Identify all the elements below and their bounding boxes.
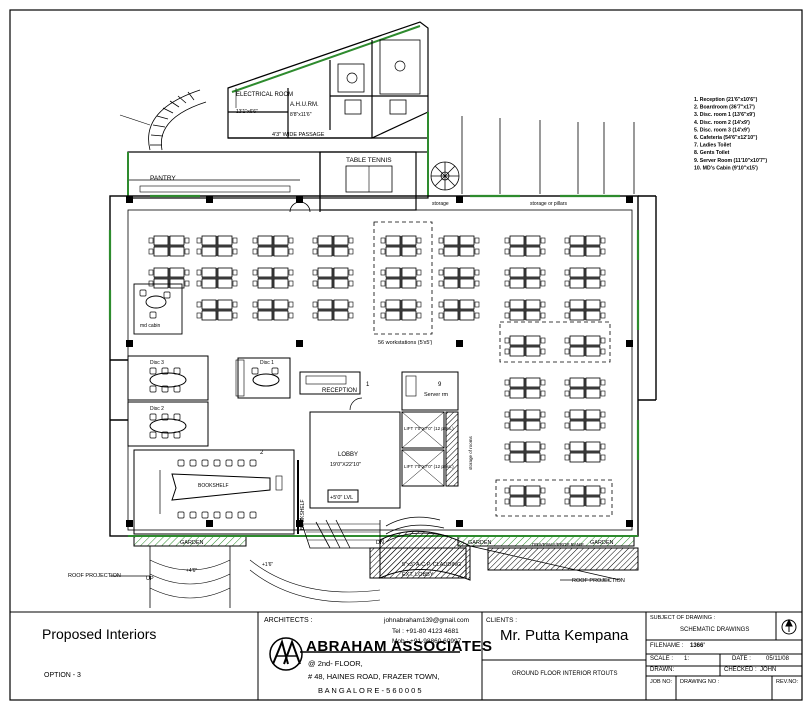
label-roof-projection-left: ROOF PROJECTION [68, 573, 121, 579]
sheet-border [9, 9, 803, 701]
firm-address-3: B A N G A L O R E - 5 6 0 0 0 5 [318, 686, 422, 695]
south-zone [110, 517, 639, 608]
date-label: DATE : [732, 656, 751, 662]
title-block-frame [10, 611, 802, 700]
room-legend: 1. Reception (21'6"x10'6") 2. Boardroom (… [694, 97, 767, 171]
columns [126, 196, 633, 527]
label-acp-cladding: 5"x3" A.C.P. CLADDING [402, 562, 461, 568]
option-label: OPTION - 3 [44, 672, 81, 679]
label-level: +5'0" LVL [330, 495, 353, 501]
label-dn: DN [376, 540, 384, 546]
subject-value: SCHEMATIC DRAWINGS [680, 627, 750, 633]
clients-label: CLIENTS : [486, 617, 518, 624]
firm-address-1: @ 2nd- FLOOR, [308, 659, 363, 668]
firm-name: ABRAHAM ASSOCIATES [306, 638, 493, 655]
md-cabin [133, 283, 183, 335]
legend-item: 7. Ladies Toilet [694, 143, 731, 149]
client-name: Mr. Putta Kempana [500, 627, 629, 644]
label-storage-rooms: storage of rooms [468, 435, 473, 470]
label-reception-num: 1 [366, 382, 370, 388]
label-server-num: 9 [438, 382, 442, 388]
spiral-stair [427, 112, 460, 196]
filename-label: FILENAME : [650, 643, 684, 649]
label-electrical-room: ELECTRICAL ROOM [236, 92, 293, 98]
date-value: 05/11/08 [766, 656, 789, 662]
label-storage: storage [432, 201, 449, 207]
subject-label: SUBJECT OF DRAWING : [650, 615, 716, 621]
label-md-cabin: md cabin [140, 323, 161, 329]
entrance-steps [315, 516, 449, 549]
firm-mob: Mob : +91-98860 60997 [392, 638, 462, 645]
legend-item: 5. Disc. room 3 (14'x9') [694, 127, 750, 133]
legend-item: 8. Gents Toilet [694, 150, 730, 156]
rev-no-label: REV.NO: [776, 679, 799, 685]
legend-item: 4. Disc. room 2 (14'x9') [694, 120, 750, 126]
label-driveway: DRIVEWAY/PROP RAMP [532, 542, 584, 547]
project-title: Proposed Interiors [42, 626, 157, 642]
scale-label: SCALE : [650, 656, 674, 662]
workstation-cluster [148, 221, 613, 517]
label-disc1: Disc 1 [260, 360, 274, 366]
label-lift1: LIFT 7'0"X7'0" (12 pass.) [404, 426, 454, 431]
label-ahu: A.H.U.RM. [290, 102, 319, 108]
checked-value: JOHN [760, 667, 777, 673]
label-table-tennis: TABLE TENNIS [346, 157, 392, 164]
scale-value: 1: [684, 656, 690, 662]
label-lift2: LIFT 7'0"X7'0" (12 pass.) [404, 464, 454, 469]
label-disc2: Disc 2 [150, 406, 164, 412]
plan-text: ELECTRICAL ROOM 13'1"x6'6" A.H.U.RM. 8'8… [68, 92, 625, 584]
north-arrow-icon [781, 618, 797, 635]
architects-label: ARCHITECTS : [264, 617, 313, 624]
label-bookshelf-vertical: BOOKSHELF [300, 499, 306, 530]
label-up: UP [146, 576, 154, 582]
label-server: Server rm [424, 392, 449, 398]
roof-posts [461, 116, 635, 194]
drawing-title: GROUND FLOOR INTERIOR RTOUTS [512, 671, 618, 677]
label-lobby-size: 19'0"X22'10" [330, 462, 361, 468]
firm-tel: Tel : +91-80 4123 4681 [392, 628, 459, 635]
label-garden-3: GARDEN [590, 540, 614, 546]
label-cafe-lvl: +4'6" [186, 568, 197, 574]
label-reception: RECEPTION [322, 388, 357, 394]
label-ahu-size: 8'8"x11'6" [290, 112, 312, 118]
windows [108, 194, 640, 460]
legend-item: 3. Disc. room 1 (13'6"x9') [694, 112, 755, 118]
label-roof-projection-right: ROOF PROJECTION [572, 578, 625, 584]
service-core [227, 21, 429, 139]
label-electrical-size: 13'1"x6'6" [236, 109, 258, 115]
legend-item: 2. Boardroom (36'7"x17') [694, 105, 755, 111]
label-bookshelf: BOOKSHELF [198, 483, 229, 489]
drawing-no-label: DRAWING NO : [680, 679, 720, 685]
label-ext-lobby: EXT. LOBBY [402, 572, 434, 578]
label-board-num: 2 [260, 450, 264, 456]
boardroom [133, 449, 295, 535]
label-storage-pillars: storage or pillars [530, 201, 567, 207]
label-pantry: PANTRY [150, 175, 176, 182]
disc-rooms [127, 355, 291, 447]
firm-logo-icon [269, 637, 303, 671]
label-lobby: LOBBY [338, 452, 358, 458]
legend-item: 1. Reception (21'6"x10'6") [694, 97, 758, 103]
curved-stair [119, 89, 207, 151]
legend-item: 9. Server Room (11'10"x10'7") [694, 158, 767, 164]
label-ext-lvl: +1'6" [262, 562, 273, 568]
filename-value: 1366' [690, 643, 705, 649]
checked-label: CHECKED : [724, 667, 757, 673]
lobby [297, 411, 401, 534]
firm-email: johnabraham139@gmail.com [384, 617, 470, 624]
lifts [401, 411, 459, 487]
reception-zone [299, 371, 459, 411]
label-disc3: Disc 3 [150, 360, 164, 366]
label-garden-1: GARDEN [180, 540, 204, 546]
legend-item: 6. Cafeteria (54'6"x12'10") [694, 135, 758, 141]
job-no-label: JOB NO: [650, 679, 673, 685]
drawn-label: DRAWN: [650, 667, 675, 673]
legend-item: 10. MD's Cabin (9'10"x15') [694, 165, 758, 171]
label-workstations: 56 workstations (5'x5') [378, 340, 433, 346]
label-passage: 4'3" WIDE PASSAGE [272, 132, 325, 138]
label-garden-2: GARDEN [468, 540, 492, 546]
firm-address-2: # 48, HAINES ROAD, FRAZER TOWN, [308, 672, 440, 681]
